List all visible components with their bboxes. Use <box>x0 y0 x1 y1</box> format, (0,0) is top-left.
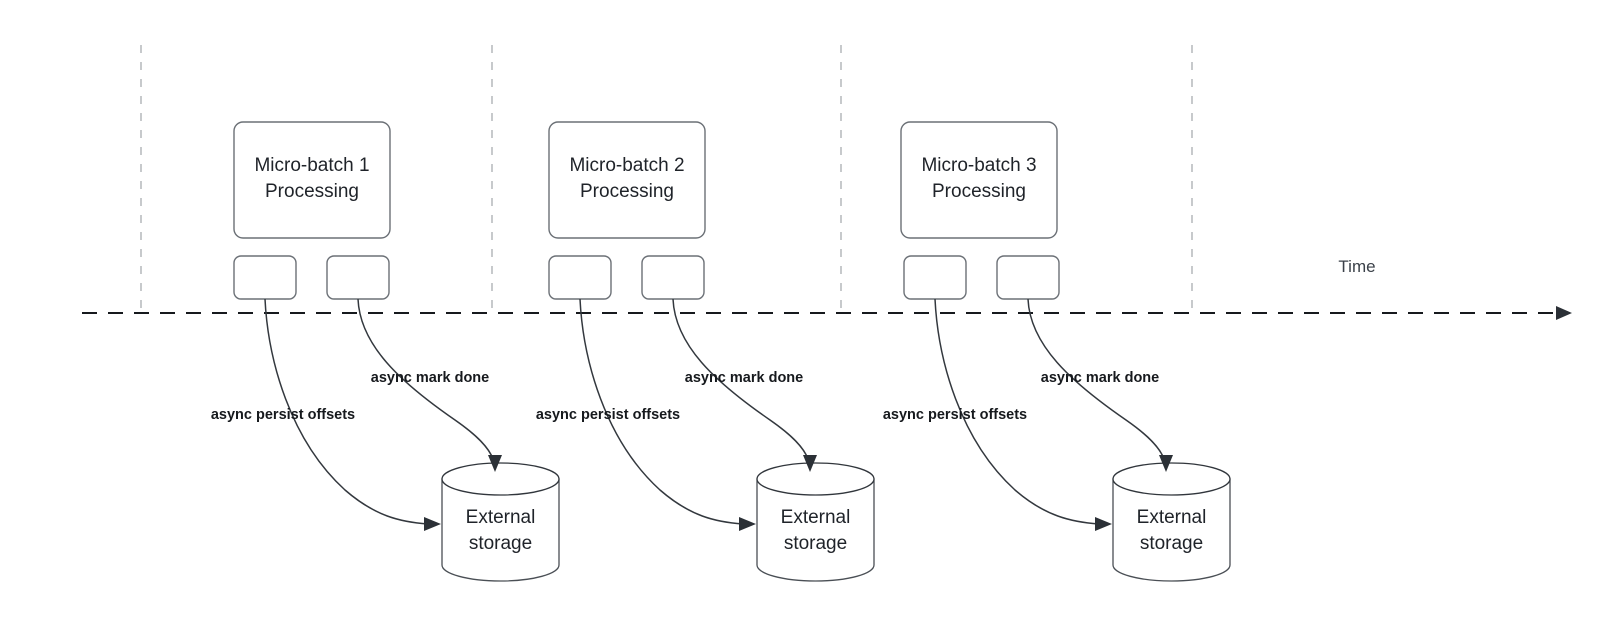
storage-cylinder-body-2 <box>756 478 875 582</box>
storage-label-line1-2: External <box>781 507 851 528</box>
edge-persist-offsets-3-label: async persist offsets <box>883 407 1027 423</box>
storage-label-line2-2: storage <box>784 533 847 554</box>
edge-mark-done-1-label: async mark done <box>371 370 489 386</box>
edge-mark-done-3-path <box>1027 298 1165 460</box>
storage-cylinder-top-2 <box>756 462 875 496</box>
storage-cylinder-body-3 <box>1112 478 1231 582</box>
storage-cylinder-body-1 <box>441 478 560 582</box>
edge-persist-offsets-1-label: async persist offsets <box>211 407 355 423</box>
task-box-persist-2[interactable] <box>548 255 612 300</box>
storage-cylinder-top-3 <box>1112 462 1231 496</box>
micro-batch-label-line2-1: Processing <box>265 181 359 202</box>
micro-batch-label-line1-1: Micro-batch 1 <box>254 155 369 176</box>
edge-persist-offsets-1-path <box>264 298 429 525</box>
divider-lines-group <box>140 45 1193 313</box>
edge-persist-offsets-3-arrowhead-icon <box>1095 517 1112 531</box>
micro-batch-label-line1-2: Micro-batch 2 <box>569 155 684 176</box>
edge-mark-done-1-path <box>357 298 494 460</box>
task-box-persist-3[interactable] <box>903 255 967 300</box>
task-box-mark-3[interactable] <box>996 255 1060 300</box>
micro-batch-label-line1-3: Micro-batch 3 <box>921 155 1036 176</box>
edge-persist-offsets-2-arrowhead-icon <box>739 517 756 531</box>
external-storage-node-1[interactable]: External storage <box>441 462 560 582</box>
edge-mark-done-2-path <box>672 298 809 460</box>
storage-label-line2-1: storage <box>469 533 532 554</box>
micro-batch-box-1[interactable] <box>233 121 391 239</box>
external-storage-node-3[interactable]: External storage <box>1112 462 1231 582</box>
storage-cylinder-top-1 <box>441 462 560 496</box>
edge-mark-done-3-label: async mark done <box>1041 370 1159 386</box>
edge-persist-offsets-1-arrowhead-icon <box>424 517 441 531</box>
timeline-axis-group: Time <box>82 257 1572 320</box>
micro-batch-box-2[interactable] <box>548 121 706 239</box>
edge-mark-done-3-arrowhead-icon <box>1159 455 1173 472</box>
edge-mark-done-2-arrowhead-icon <box>803 455 817 472</box>
edge-mark-done-2-label: async mark done <box>685 370 803 386</box>
storage-label-line2-3: storage <box>1140 533 1203 554</box>
micro-batch-node-1[interactable]: Micro-batch 1 Processing <box>233 121 391 239</box>
edge-mark-done-1-arrowhead-icon <box>488 455 502 472</box>
task-box-mark-1[interactable] <box>326 255 390 300</box>
micro-batch-node-3[interactable]: Micro-batch 3 Processing <box>900 121 1058 239</box>
timeline-arrowhead-icon <box>1556 306 1572 320</box>
storage-label-line1-3: External <box>1137 507 1207 528</box>
micro-batch-label-line2-3: Processing <box>932 181 1026 202</box>
micro-batch-node-2[interactable]: Micro-batch 2 Processing <box>548 121 706 239</box>
task-box-persist-1[interactable] <box>233 255 297 300</box>
edge-persist-offsets-3-path <box>934 298 1100 525</box>
time-axis-label: Time <box>1338 257 1375 276</box>
task-box-mark-2[interactable] <box>641 255 705 300</box>
external-storage-node-2[interactable]: External storage <box>756 462 875 582</box>
micro-batch-label-line2-2: Processing <box>580 181 674 202</box>
storage-label-line1-1: External <box>466 507 536 528</box>
edge-persist-offsets-2-path <box>579 298 744 525</box>
micro-batch-box-3[interactable] <box>900 121 1058 239</box>
edge-persist-offsets-2-label: async persist offsets <box>536 407 680 423</box>
